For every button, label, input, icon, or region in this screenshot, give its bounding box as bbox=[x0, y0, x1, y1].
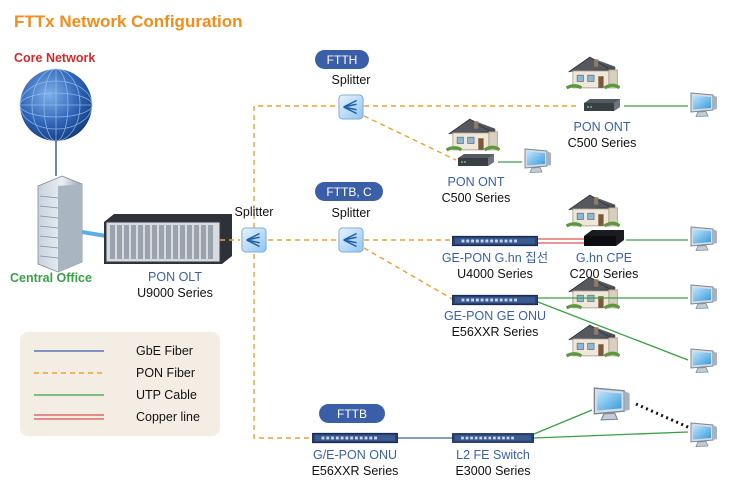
main-splitter-icon bbox=[241, 227, 267, 253]
ftth-badge: FTTH bbox=[315, 50, 369, 69]
l2-switch-series: E3000 Series bbox=[455, 464, 530, 478]
ge-onu-series: E56XXR Series bbox=[452, 325, 539, 339]
fttb-c-badge-text: FTTB, C bbox=[326, 185, 372, 199]
legend-gbe-label: GbE Fiber bbox=[136, 344, 193, 358]
pon-fiber-lines bbox=[220, 105, 580, 439]
diagram-title: FTTx Network Configuration bbox=[14, 12, 243, 31]
utp-cable-lines bbox=[533, 409, 689, 439]
ftth-badge-text: FTTH bbox=[327, 53, 358, 67]
monitor-icon bbox=[593, 387, 631, 421]
ge-onu-name: GE-PON GE ONU bbox=[444, 309, 546, 323]
legend: GbE Fiber PON Fiber UTP Cable Copper lin… bbox=[20, 332, 220, 436]
monitor-icon bbox=[524, 148, 552, 173]
ftth-ont-left-name: PON ONT bbox=[448, 175, 505, 189]
utp-cable-lines bbox=[537, 297, 689, 361]
dotted-connection-line bbox=[635, 402, 691, 430]
monitor-icon bbox=[690, 92, 718, 117]
ge-pon-onu-icon bbox=[312, 432, 398, 444]
ge-pon-onu-name: G/E-PON ONU bbox=[313, 448, 397, 462]
monitor-icon bbox=[690, 348, 718, 373]
legend-copper-label: Copper line bbox=[136, 410, 200, 424]
globe-icon bbox=[19, 68, 93, 142]
ftth-ont-right-name: PON ONT bbox=[574, 120, 631, 134]
ghn-switch-series: U4000 Series bbox=[457, 267, 533, 281]
ghn-cpe-name: G.hn CPE bbox=[576, 251, 632, 265]
ftth-splitter-label: Splitter bbox=[332, 73, 371, 87]
house-icon bbox=[566, 55, 620, 90]
olt-series-label: U9000 Series bbox=[137, 286, 213, 300]
legend-copper-swatch bbox=[34, 414, 104, 420]
pon-ont-icon bbox=[584, 99, 620, 111]
l2-switch-name: L2 FE Switch bbox=[456, 448, 530, 462]
pon-ont-icon bbox=[458, 154, 494, 166]
ghn-switch-name: GE-PON G.hn 집선 bbox=[442, 251, 548, 265]
main-splitter-label: Splitter bbox=[235, 205, 274, 219]
ghn-switch-icon bbox=[452, 235, 538, 247]
fttb-c-badge: FTTB, C bbox=[315, 182, 383, 201]
ftth-splitter-icon bbox=[338, 94, 364, 120]
office-olt-link bbox=[81, 230, 107, 238]
legend-utp-label: UTP Cable bbox=[136, 388, 197, 402]
olt-chassis-icon bbox=[104, 214, 232, 264]
fttb-splitter-label: Splitter bbox=[332, 206, 371, 220]
core-network-label: Core Network bbox=[14, 51, 95, 65]
ftth-ont-left-series: C500 Series bbox=[442, 191, 511, 205]
ftth-ont-right-series: C500 Series bbox=[568, 136, 637, 150]
copper-line bbox=[538, 238, 584, 244]
central-office-label: Central Office bbox=[10, 271, 92, 285]
fttb-badge-text: FTTB bbox=[337, 407, 367, 421]
olt-name-label: PON OLT bbox=[148, 270, 202, 284]
house-icon bbox=[566, 193, 620, 228]
ge-pon-onu-series: E56XXR Series bbox=[312, 464, 399, 478]
house-icon bbox=[566, 275, 620, 310]
house-icon bbox=[446, 117, 500, 152]
fttb-splitter-icon bbox=[338, 227, 364, 253]
legend-pon-label: PON Fiber bbox=[136, 366, 195, 380]
l2-switch-icon bbox=[452, 432, 534, 444]
ghn-cpe-icon bbox=[584, 230, 624, 246]
monitor-icon bbox=[690, 422, 718, 447]
monitor-icon bbox=[690, 284, 718, 309]
monitor-icon bbox=[690, 226, 718, 251]
ghn-cpe-series: C200 Series bbox=[570, 267, 639, 281]
fttb-badge: FTTB bbox=[319, 404, 385, 423]
office-building-icon bbox=[37, 175, 83, 273]
ge-onu-icon bbox=[452, 294, 538, 306]
